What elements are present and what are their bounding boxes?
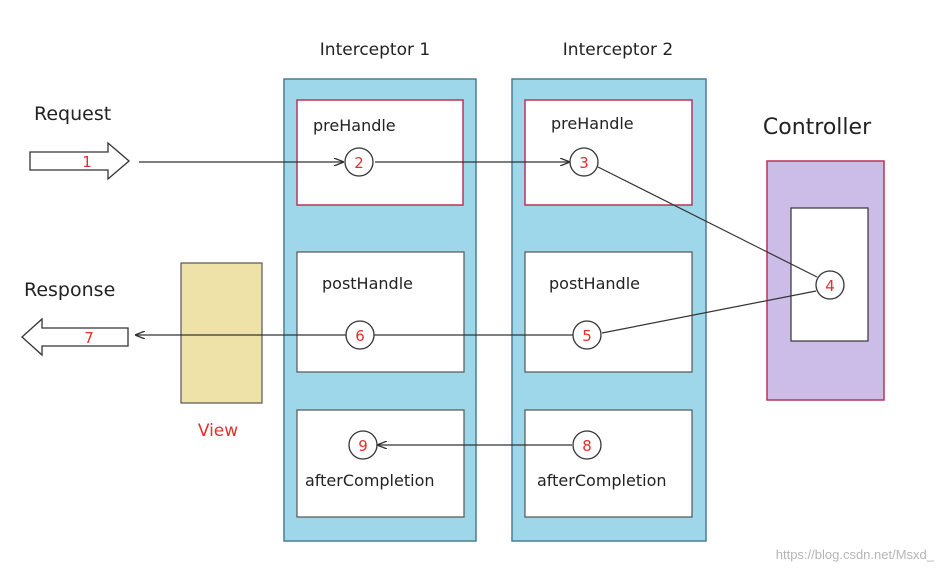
step-6-number: 6 (355, 327, 365, 345)
step-7-number: 7 (84, 329, 94, 347)
request-block-arrow (29, 141, 130, 181)
step-9-number: 9 (358, 437, 368, 455)
interceptor1-posthandle-box (296, 251, 465, 373)
view-label: View (198, 421, 238, 441)
step-2-marker: 2 (344, 147, 374, 177)
controller-title: Controller (763, 115, 872, 140)
step-8-marker: 8 (572, 430, 602, 460)
view-box (180, 262, 263, 404)
interceptor1-title: Interceptor 1 (320, 40, 430, 60)
step-5-number: 5 (582, 327, 592, 345)
step-4-marker: 4 (815, 270, 845, 300)
interceptor2-aftercompletion-box (524, 409, 693, 518)
interceptor1-aftercompletion-label: afterCompletion (305, 471, 435, 490)
interceptor2-posthandle-label: postHandle (549, 274, 640, 293)
response-block-arrow (21, 317, 129, 357)
interceptor1-aftercompletion-box (296, 409, 465, 518)
step-6-marker: 6 (345, 320, 375, 350)
interceptor2-title: Interceptor 2 (563, 40, 673, 60)
step-3-marker: 3 (569, 147, 599, 177)
interceptor1-prehandle-label: preHandle (313, 116, 396, 135)
step-5-marker: 5 (572, 320, 602, 350)
interceptor2-prehandle-label: preHandle (551, 114, 634, 133)
flow-4-to-5 (601, 290, 817, 334)
step-1-number: 1 (82, 153, 92, 171)
interceptor2-aftercompletion-label: afterCompletion (537, 471, 667, 490)
response-label: Response (24, 279, 115, 301)
interceptor1-prehandle-box (296, 99, 464, 206)
watermark: https://blog.csdn.net/Msxd_ (775, 547, 934, 562)
request-label: Request (34, 103, 111, 125)
interceptor1-posthandle-label: postHandle (322, 274, 413, 293)
interceptor2-prehandle-box (524, 99, 693, 206)
step-2-number: 2 (354, 154, 364, 172)
step-4-number: 4 (825, 277, 835, 295)
step-9-marker: 9 (348, 430, 378, 460)
flow-3-to-4 (597, 166, 818, 278)
step-8-number: 8 (582, 437, 592, 455)
interceptor2-posthandle-box (524, 251, 693, 373)
step-3-number: 3 (579, 154, 589, 172)
